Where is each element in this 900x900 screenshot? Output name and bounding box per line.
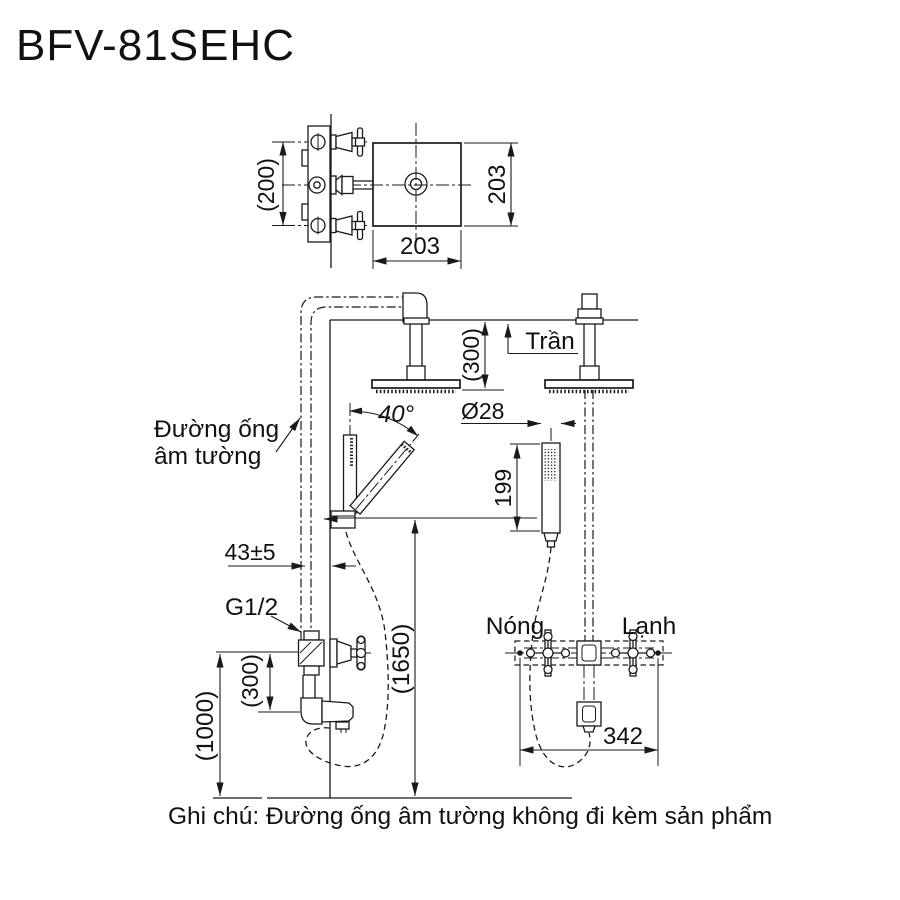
- dim-floor-to-holder: (1650): [388, 520, 419, 796]
- valve-handle-plan-bottom: [330, 210, 366, 241]
- valve-side: [297, 630, 371, 676]
- dim-label-head-depth: 203: [484, 164, 511, 204]
- shower-outlet-plan: [330, 174, 373, 196]
- spout-front: [576, 701, 602, 733]
- concealed-pipe-callout: Đường ống âm tường: [154, 416, 301, 470]
- footnote: Ghi chú: Đường ống âm tường không đi kèm…: [168, 803, 772, 830]
- shower-arm-front: [544, 293, 634, 394]
- shower-head-plan: [372, 142, 462, 227]
- dim-label-floor-to-valve: (1000): [192, 691, 219, 762]
- dim-label-valve-span: (200): [253, 158, 279, 212]
- valve-body-plan: [301, 125, 331, 243]
- dim-ceiling-to-head: (300): [458, 322, 504, 391]
- hand-shower-hose-side: [305, 531, 389, 768]
- ceiling-label-group: Trần: [504, 324, 578, 355]
- dim-label-inlet-distance: 342: [603, 723, 643, 750]
- product-code-title: BFV-81SEHC: [16, 21, 295, 70]
- concealed-pipe-leader-line: [275, 417, 301, 453]
- concealed-pipe-line: [310, 306, 403, 640]
- hot-handle-front: [525, 629, 571, 677]
- shower-arm-side: [371, 292, 461, 394]
- concealed-pipe-label-line1: Đường ống: [154, 416, 279, 443]
- dim-label-handshower-diameter: Ø28: [461, 398, 504, 424]
- spout-side: [300, 675, 354, 733]
- dim-handshower-length: 199: [490, 443, 540, 532]
- valve-handle-plan-top: [330, 127, 366, 157]
- dim-head-depth: 203: [464, 142, 518, 227]
- dim-label-swivel-angle: 40°: [378, 401, 415, 428]
- top-view: (200) 203 203: [253, 114, 518, 269]
- ceiling-label: Trần: [525, 328, 574, 355]
- hand-shower-hose-front: [529, 546, 591, 768]
- concealed-pipe-line: [300, 296, 403, 640]
- dim-label-valve-to-spout: (300): [237, 654, 263, 708]
- dim-label-head-width: 203: [400, 233, 440, 260]
- dim-label-floor-to-holder: (1650): [388, 624, 415, 695]
- dim-valve-to-spout: (300): [237, 654, 274, 710]
- dim-head-width: 203: [372, 230, 462, 269]
- dim-pipe-to-wall: 43±5: [225, 539, 356, 570]
- dim-floor-to-valve: (1000): [192, 654, 224, 796]
- hand-shower-side: [324, 403, 420, 529]
- thread-size-label: G1/2: [225, 594, 278, 621]
- dim-handshower-diameter: Ø28: [461, 398, 576, 428]
- cold-label: Lạnh: [622, 613, 677, 640]
- front-view: Trần Ø28 199: [461, 293, 677, 768]
- dim-label-pipe-to-wall: 43±5: [225, 539, 276, 565]
- concealed-pipe-label-line2: âm tường: [154, 443, 261, 470]
- thread-leader-line: [270, 615, 302, 633]
- dim-inlet-distance: 342: [519, 658, 659, 766]
- cold-handle-front: [610, 629, 656, 677]
- dim-label-ceiling-to-head: (300): [458, 328, 484, 382]
- side-view: 40° (1650) (300): [192, 292, 537, 796]
- swivel-angle-annotation: 40°: [349, 401, 418, 436]
- dim-valve-span: (200): [253, 141, 292, 226]
- dim-label-handshower-length: 199: [490, 469, 516, 507]
- hot-label: Nóng: [486, 613, 545, 640]
- hand-shower-front: [541, 428, 561, 548]
- valve-body-front: [576, 640, 602, 666]
